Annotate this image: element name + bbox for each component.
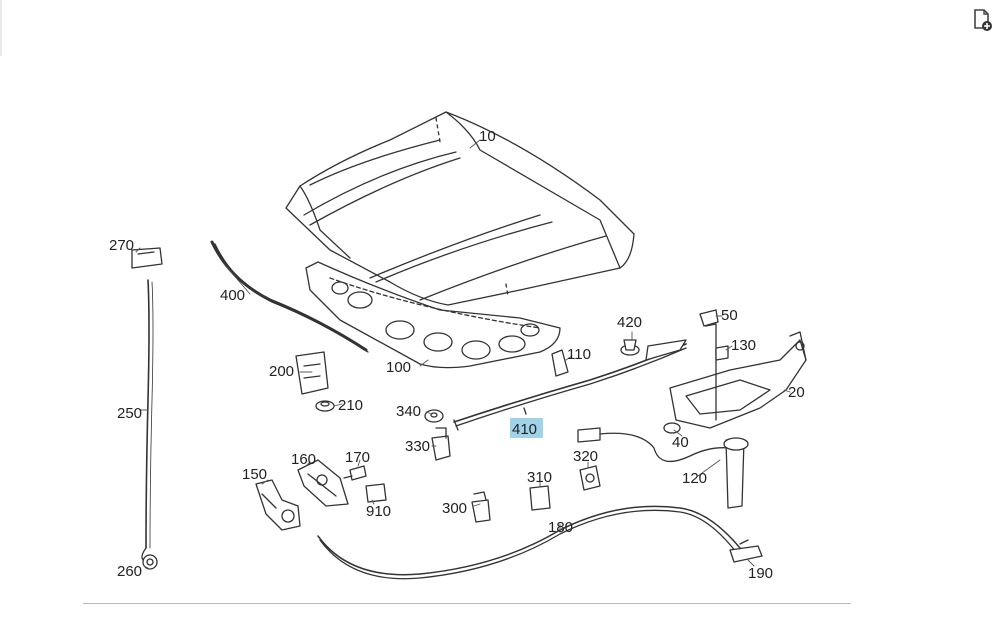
callout-120[interactable]: 120 [682,470,707,487]
buffer-part[interactable] [431,427,451,461]
callout-320[interactable]: 320 [573,448,598,465]
document-add-icon [974,9,992,31]
callout-40[interactable]: 40 [672,434,689,451]
bolt-part[interactable] [343,465,367,481]
holder-320-part[interactable] [579,465,601,491]
callout-10[interactable]: 10 [479,128,496,145]
bracket-part[interactable] [295,351,335,412]
leader-lines [135,139,791,569]
latch-assembly-part[interactable] [663,309,807,434]
callout-100[interactable]: 100 [386,359,411,376]
hood-lock-part[interactable] [255,479,301,531]
callout-260[interactable]: 260 [117,563,142,580]
cover-300-part[interactable] [471,491,491,523]
callout-150[interactable]: 150 [242,466,267,483]
washer-part[interactable] [424,409,444,423]
callout-420[interactable]: 420 [617,314,642,331]
add-to-list-button[interactable] [968,6,994,32]
release-handle-part[interactable] [729,539,763,563]
callout-190[interactable]: 190 [748,565,773,582]
callout-130[interactable]: 130 [731,337,756,354]
support-rod-part[interactable] [131,247,163,570]
hood-hinge-part[interactable] [297,459,349,507]
cable-120-part[interactable] [577,427,749,509]
callout-110[interactable]: 110 [567,346,591,363]
callout-50[interactable]: 50 [721,307,738,324]
callout-910[interactable]: 910 [366,503,391,520]
left-panel-edge [0,0,2,56]
callout-180[interactable]: 180 [548,519,573,536]
clip-110-part[interactable] [551,349,569,377]
clip-420-part[interactable] [620,339,687,361]
callout-300[interactable]: 300 [442,500,467,517]
callout-labels: 10 20 40 50 100 110 120 130 150 160 170 … [109,128,805,582]
callout-210[interactable]: 210 [338,397,363,414]
selected-callout-highlight [510,418,543,438]
seal-strip-part[interactable] [210,240,369,353]
callout-250[interactable]: 250 [117,405,142,422]
callout-310[interactable]: 310 [527,469,552,486]
hood-inner-panel-part[interactable] [305,261,561,369]
cover-310-part[interactable] [529,485,551,511]
callout-330[interactable]: 330 [405,438,430,455]
callout-270[interactable]: 270 [109,237,134,254]
callout-170[interactable]: 170 [345,449,370,466]
release-cable-part[interactable] [317,505,741,580]
callout-410[interactable]: 410 [512,421,537,438]
clip-part[interactable] [365,483,387,503]
callout-20[interactable]: 20 [788,384,805,401]
callout-400[interactable]: 400 [220,287,245,304]
hood-part[interactable] [285,111,635,306]
bottom-divider [83,603,851,604]
callout-340[interactable]: 340 [396,403,421,420]
callout-160[interactable]: 160 [291,451,316,468]
callout-200[interactable]: 200 [269,363,294,380]
